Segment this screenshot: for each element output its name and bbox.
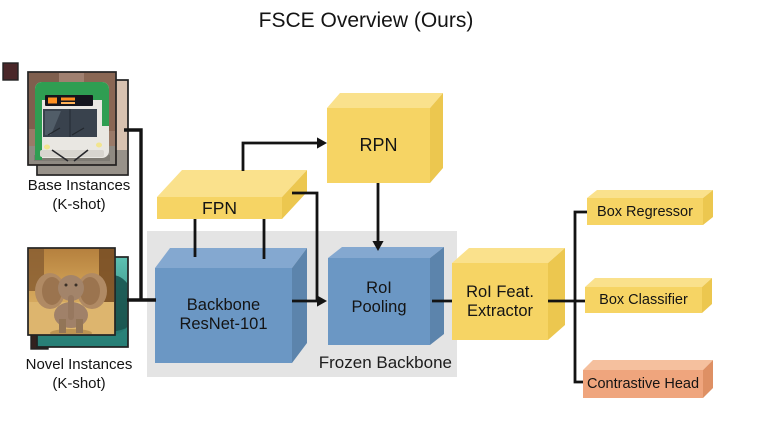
backbone-label-line2: ResNet-101 bbox=[179, 315, 268, 334]
connector-fpn-to-backbone bbox=[193, 219, 266, 259]
arrowhead-rpn bbox=[317, 137, 327, 149]
roi-feat-extractor-label: RoI Feat. Extractor bbox=[452, 283, 548, 322]
connector-fpn-right-elbow bbox=[292, 191, 319, 301]
connector-fpn-to-rpn bbox=[241, 141, 317, 171]
roi-feat-label-line1: RoI Feat. bbox=[466, 283, 534, 301]
roi-pooling-label: RoI Pooling bbox=[328, 279, 430, 318]
arrowhead-roi-pooling bbox=[317, 295, 327, 307]
backbone-box bbox=[155, 248, 307, 363]
novel-instances-label: Novel Instances bbox=[25, 356, 133, 373]
roi-pooling-label-line1: RoI bbox=[366, 279, 392, 297]
roi-feat-label-line2: Extractor bbox=[466, 302, 534, 321]
fpn-box bbox=[157, 170, 307, 219]
frozen-backbone-label: Frozen Backbone bbox=[318, 353, 452, 372]
novel-instances-kshot: (K-shot) bbox=[52, 375, 106, 392]
base-photo-corner bbox=[2, 62, 19, 81]
rpn-box bbox=[327, 93, 443, 183]
backbone-label-line1: Backbone bbox=[186, 296, 261, 314]
box-regressor-box bbox=[587, 190, 713, 225]
arrowhead-roi-pooling-top bbox=[372, 241, 384, 251]
base-photo-bus bbox=[27, 71, 117, 166]
roi-pooling-box bbox=[328, 247, 444, 345]
base-instances-photo-stack bbox=[2, 62, 129, 176]
novel-instances-photo-stack bbox=[27, 247, 129, 350]
box-regressor-label: Box Regressor bbox=[597, 204, 693, 220]
box-classifier-label: Box Classifier bbox=[599, 292, 688, 308]
contrastive-head-label: Contrastive Head bbox=[586, 376, 700, 392]
novel-photo-elephant bbox=[27, 247, 116, 336]
diagram-title: FSCE Overview (Ours) bbox=[258, 9, 474, 32]
contrastive-head-box bbox=[583, 360, 713, 398]
rpn-label: RPN bbox=[359, 135, 398, 155]
roi-pooling-label-line2: Pooling bbox=[351, 298, 407, 317]
backbone-label: Backbone ResNet-101 bbox=[155, 296, 292, 335]
base-instances-kshot: (K-shot) bbox=[52, 196, 106, 213]
connector-branch-heads bbox=[573, 210, 587, 384]
fpn-label: FPN bbox=[202, 198, 237, 218]
box-classifier-box bbox=[585, 278, 712, 313]
base-instances-label: Base Instances bbox=[27, 177, 131, 194]
connector-inputs-to-backbone bbox=[124, 128, 156, 302]
roi-feat-extractor-box bbox=[452, 248, 565, 340]
